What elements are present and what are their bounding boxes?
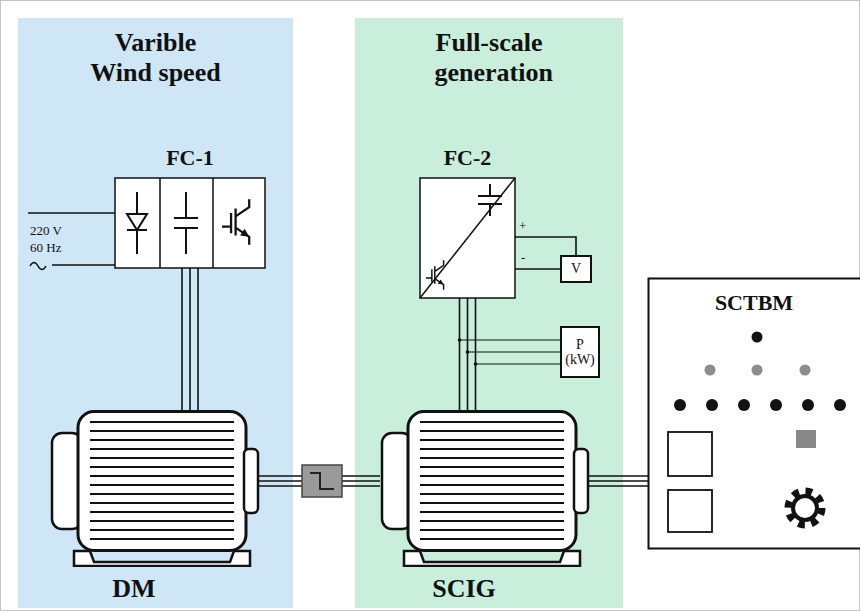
motor-label: DM	[50, 574, 218, 604]
power-meter-leads-part	[458, 338, 462, 342]
wire-line	[588, 475, 648, 477]
wire-line	[459, 298, 461, 410]
converter-2-drawing-part	[426, 260, 444, 289]
panel-heading: SCTBM	[648, 278, 860, 315]
blue-band	[18, 18, 293, 608]
meter-text: P (kW)	[565, 337, 595, 368]
converter-1-drawing	[115, 178, 265, 268]
generator: SCIG	[380, 410, 588, 606]
box-heading: FC-2	[420, 145, 515, 170]
test-bench-panel-part	[738, 399, 750, 411]
converter-2-drawing-part	[420, 178, 515, 298]
test-bench-box: SCTBM	[648, 278, 860, 548]
meter-text: V	[571, 261, 581, 276]
converter-2-drawing-part	[478, 184, 502, 216]
converter-box: FC-2	[420, 145, 515, 298]
test-bench-panel-part	[752, 365, 763, 376]
wire-line	[475, 298, 477, 410]
test-bench-panel	[649, 279, 860, 549]
test-bench-panel-part	[834, 399, 846, 411]
converter-box: FC-1	[115, 145, 265, 268]
converter-2-drawing	[420, 178, 515, 298]
wire-line	[588, 485, 648, 487]
mains-input-part	[30, 263, 46, 270]
wire-line	[588, 480, 648, 482]
shaft-coupling	[302, 465, 342, 497]
power-meter-leads-part	[474, 362, 478, 366]
shaft-coupling-part	[302, 465, 342, 497]
drive-motor: DM	[50, 410, 258, 606]
shaft-coupling-part	[310, 473, 334, 489]
power-meter-leads-part	[460, 340, 561, 364]
region-band: Full-scale generationFC-2V P (kW) SCIG	[355, 18, 623, 608]
green-band	[355, 18, 623, 608]
polarity-sign: -	[521, 251, 525, 265]
test-bench-panel-part	[649, 279, 860, 549]
drive-motor-drawing-part	[52, 412, 258, 567]
box-heading: FC-1	[115, 145, 265, 170]
wire-line	[467, 298, 469, 410]
wire-line	[197, 268, 199, 410]
generator-drawing	[382, 412, 588, 567]
mains-input	[28, 213, 115, 270]
supply-frequency: 60 Hz	[30, 241, 61, 255]
test-bench-panel-part	[800, 365, 811, 376]
wire-line	[515, 268, 560, 270]
converter-1-drawing-part	[222, 199, 249, 244]
test-bench-panel-part	[802, 399, 814, 411]
converter-1-drawing-part	[174, 192, 198, 254]
wire-line	[189, 268, 191, 410]
band-heading: Full-scale generation	[435, 28, 544, 88]
test-bench-panel-part	[796, 430, 816, 448]
converter-1-drawing-part	[127, 192, 147, 254]
polarity-sign: +	[519, 219, 526, 233]
wire-line	[181, 268, 183, 410]
test-bench-panel-part	[706, 399, 718, 411]
shaft	[588, 476, 648, 486]
converter-1-drawing-part	[160, 178, 213, 268]
converter-2-drawing-part	[420, 178, 515, 298]
converter-1-drawing-part	[115, 178, 265, 268]
converter-1-drawing-part	[127, 214, 147, 230]
test-bench-panel-part	[770, 399, 782, 411]
region-band: Varible Wind speedFC-1DM	[18, 18, 293, 608]
test-bench-panel-part	[705, 365, 716, 376]
power-meter-leads-part	[466, 350, 470, 354]
power-cable	[182, 268, 198, 410]
drive-motor-drawing	[52, 412, 258, 567]
power-meter-box: P (kW)	[560, 326, 600, 378]
motor-label: SCIG	[380, 574, 548, 604]
mains-input-part	[28, 213, 115, 265]
test-bench-panel-part	[668, 490, 712, 532]
test-bench-panel-part	[752, 332, 763, 343]
power-meter-leads	[458, 338, 560, 366]
test-bench-panel-part	[668, 432, 712, 476]
voltmeter-box: V	[560, 255, 592, 283]
test-bench-panel-part	[793, 496, 817, 520]
test-bench-panel-part	[788, 491, 822, 525]
band-heading: Varible Wind speed	[89, 28, 222, 88]
supply-voltage: 220 V	[30, 224, 62, 238]
generator-drawing-part	[382, 412, 588, 567]
test-bench-panel-part	[674, 399, 686, 411]
power-cable	[460, 298, 476, 410]
